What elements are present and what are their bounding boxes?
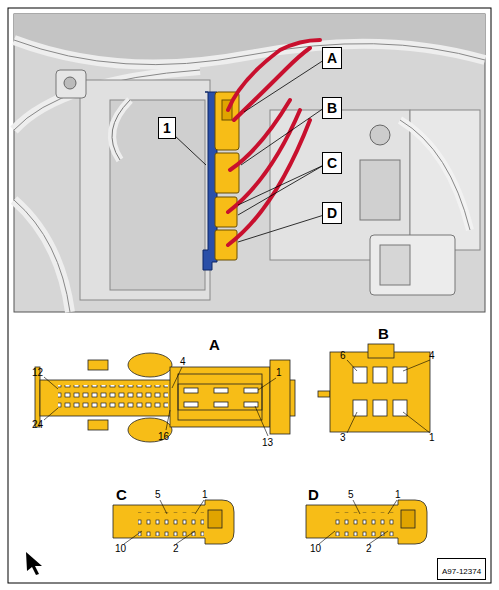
callout-box: B [322,97,342,119]
connector-letter: D [308,487,319,503]
pin-number: 4 [180,356,186,367]
pin-number: 6 [340,350,346,361]
callout-box: 1 [158,117,176,139]
figure-id-box: A97-12374 [437,558,486,580]
pin-number: 10 [310,543,321,554]
connector-letter: C [116,487,127,503]
pin-number: 5 [155,489,161,500]
pin-number: 1 [429,432,435,443]
pin-number: 3 [340,432,346,443]
pin-number: 12 [32,367,43,378]
callout-letter: 1 [163,120,171,136]
pin-number: 1 [202,489,208,500]
pin-number: 4 [429,350,435,361]
pin-number: 2 [366,543,372,554]
callout-box: D [322,202,342,224]
callout-box: A [322,47,342,69]
callout-box: C [322,152,342,174]
pin-number: 16 [158,431,169,442]
pin-number: 2 [173,543,179,554]
pin-number: 1 [276,367,282,378]
pin-number: 5 [348,489,354,500]
callout-letter: A [327,50,337,66]
pin-number: 13 [262,437,273,448]
pin-number: 1 [395,489,401,500]
pin-number: 24 [32,419,43,430]
callout-letter: D [327,205,337,221]
connector-letter: A [209,337,220,353]
pin-number: 10 [115,543,126,554]
connector-letter: B [378,326,389,342]
figure-id: A97-12374 [442,567,481,576]
callout-letter: C [327,155,337,171]
callout-letter: B [327,100,337,116]
